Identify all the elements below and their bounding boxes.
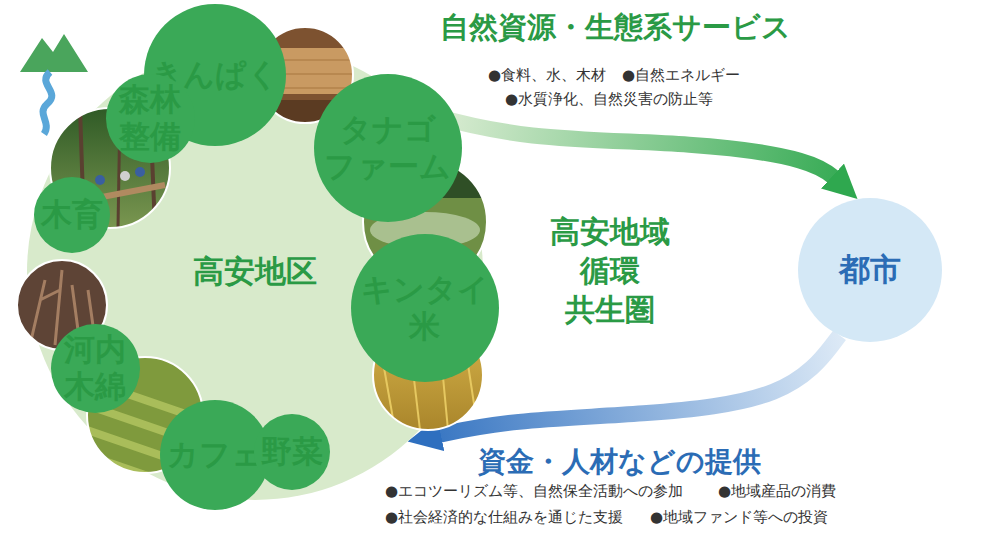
photo-cotton-field [87, 357, 203, 495]
activity-circle: キンタイ米 [351, 234, 499, 382]
activity-circle: 森林整備 [106, 74, 195, 163]
circle-shape [314, 74, 462, 222]
photo-border [363, 160, 487, 284]
photo-tanago [360, 158, 490, 290]
activity-circle: 木育 [34, 177, 110, 253]
region-circle: 高安地区きんぱく森林整備タナゴファーム木育キンタイ米河内木綿カフェ野菜 [27, 44, 483, 500]
node-text: 木育 [41, 196, 103, 233]
bullet-item: ●自然エネルギー [622, 66, 740, 85]
node-text: カフェ [167, 436, 263, 473]
photo-kinpaku [255, 25, 355, 125]
node-text: 森林整備 [114, 81, 185, 155]
node-text: 河内木綿 [59, 331, 130, 405]
node-text: タナゴファーム [321, 111, 454, 185]
photo-border [17, 260, 107, 350]
circle-shape [106, 74, 195, 163]
bullet-item: ●エコツーリズム等、自然保全活動への参加 [385, 482, 683, 501]
node-text: キンタイ米 [358, 271, 491, 345]
flow-heading: 自然資源・生態系サービス [440, 8, 791, 48]
circle-shape [798, 198, 942, 342]
photo-border [373, 320, 483, 430]
bullet-item: ●地域産品の消費 [718, 482, 836, 501]
bullet-item: ●食料、水、木材 [488, 66, 606, 85]
center-title: 高安地域 循環 共生圏 [546, 212, 675, 329]
photo-border [50, 108, 170, 228]
river-shape [43, 72, 52, 134]
flow-heading: 資金・人材などの提供 [478, 443, 761, 481]
mountain-shape [20, 34, 88, 72]
node-text: 都市 [839, 249, 901, 291]
mountain-river-icon [20, 34, 88, 134]
activity-circle: タナゴファーム [314, 74, 462, 222]
node-text: 野菜 [261, 433, 323, 470]
circle-shape [160, 400, 270, 510]
city-circle: 都市 [798, 198, 942, 342]
activity-circle: 野菜 [254, 414, 330, 490]
photo-rice [370, 318, 486, 434]
bullet-item: ●社会経済的な仕組みを通じた支援 [385, 508, 623, 527]
circle-shape [351, 234, 499, 382]
photo-cotton-branches [17, 260, 107, 350]
activity-circle: 河内木綿 [51, 324, 140, 413]
flow-arrow [433, 335, 840, 436]
photo-forest [50, 108, 170, 228]
circle-shape [34, 177, 110, 253]
circle-shape [254, 414, 330, 490]
photo-border [257, 27, 353, 123]
bullet-item: ●水質浄化、自然災害の防止等 [505, 90, 713, 109]
activity-circle: カフェ [160, 400, 270, 510]
photo-border [87, 357, 203, 473]
circle-shape [51, 324, 140, 413]
node-text: 高安地区 [193, 251, 317, 293]
bullet-item: ●地域ファンド等への投資 [650, 508, 828, 527]
flow-arrow [416, 111, 838, 182]
